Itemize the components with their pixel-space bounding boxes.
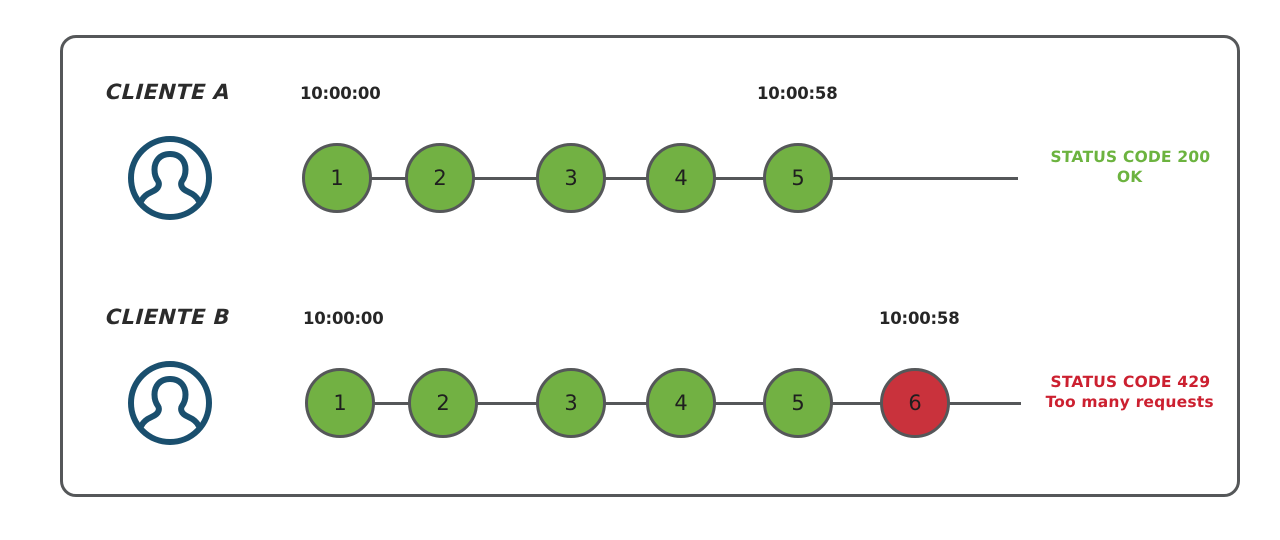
status-text-a: OK (1116, 167, 1143, 186)
request-node[interactable]: 4 (646, 143, 716, 213)
node-number: 4 (674, 390, 688, 415)
request-node-rate-limited[interactable]: 6 (880, 368, 950, 438)
client-label-b: CLIENTE B (105, 305, 231, 329)
node-number: 6 (908, 390, 922, 415)
request-node[interactable]: 1 (302, 143, 372, 213)
request-node[interactable]: 5 (763, 368, 833, 438)
timestamp-start-a: 10:00:00 (300, 84, 381, 103)
node-number: 2 (436, 390, 450, 415)
request-node[interactable]: 1 (305, 368, 375, 438)
status-label-a: STATUS CODE 200 OK (1024, 148, 1235, 188)
status-code-a: STATUS CODE 200 (1050, 148, 1211, 166)
node-number: 1 (333, 390, 347, 415)
request-node[interactable]: 3 (536, 143, 606, 213)
request-node[interactable]: 5 (763, 143, 833, 213)
request-node[interactable]: 2 (405, 143, 475, 213)
node-number: 5 (791, 390, 805, 415)
request-node[interactable]: 4 (646, 368, 716, 438)
request-node[interactable]: 2 (408, 368, 478, 438)
user-avatar-icon (126, 359, 214, 447)
timestamp-end-b: 10:00:58 (879, 309, 960, 328)
node-number: 2 (433, 165, 447, 190)
status-code-b: STATUS CODE 429 (1050, 373, 1211, 391)
node-number: 1 (330, 165, 344, 190)
timestamp-end-a: 10:00:58 (757, 84, 838, 103)
user-avatar-icon (126, 134, 214, 222)
diagram-frame (60, 35, 1240, 497)
node-number: 3 (564, 390, 578, 415)
timestamp-start-b: 10:00:00 (303, 309, 384, 328)
status-text-b: Too many requests (1045, 392, 1215, 411)
status-label-b: STATUS CODE 429 Too many requests (1024, 373, 1235, 413)
node-number: 3 (564, 165, 578, 190)
node-number: 4 (674, 165, 688, 190)
node-number: 5 (791, 165, 805, 190)
request-node[interactable]: 3 (536, 368, 606, 438)
client-label-a: CLIENTE A (105, 80, 232, 104)
